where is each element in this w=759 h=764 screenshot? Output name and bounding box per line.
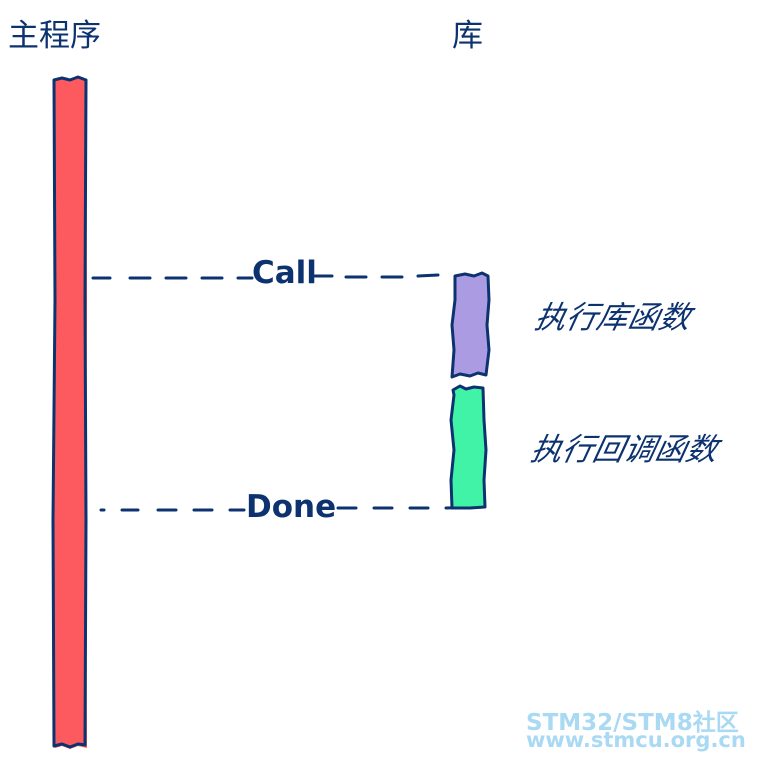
library-label: 库 — [452, 18, 483, 54]
main-program-label: 主程序 — [8, 18, 101, 54]
library-function-note: 执行库函数 — [531, 300, 695, 336]
watermark-title: STM32/STM8社区 — [526, 710, 739, 736]
library-function-block — [450, 271, 491, 379]
watermark-url: www.stmcu.org.cn — [526, 728, 746, 752]
done-message-label: Done — [246, 489, 337, 525]
main-program-bar — [51, 75, 88, 749]
callback-function-note: 执行回调函数 — [527, 432, 722, 468]
call-message-label: Call — [252, 255, 317, 291]
call-arrow-line — [91, 273, 440, 280]
callback-block — [449, 384, 488, 510]
